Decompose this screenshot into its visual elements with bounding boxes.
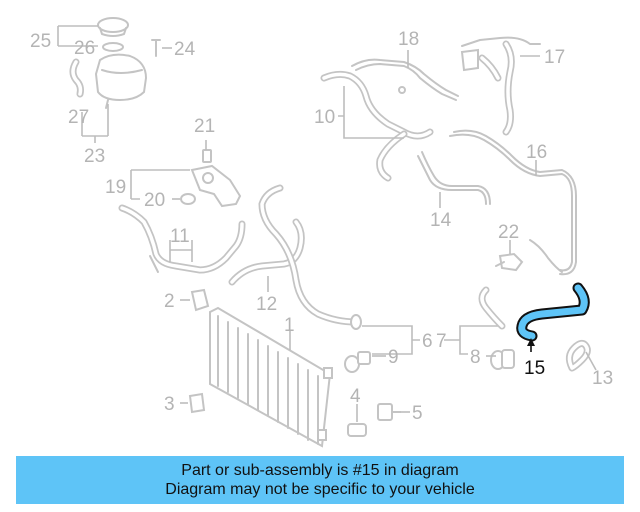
hose-13 xyxy=(565,339,591,372)
reservoir-cap xyxy=(97,17,129,37)
screw-24 xyxy=(151,39,161,57)
callout-19: 19 xyxy=(105,177,126,198)
reservoir-hose-27 xyxy=(69,58,84,98)
hose-11 xyxy=(118,204,246,274)
callout-6: 6 xyxy=(422,331,433,352)
hose-7 xyxy=(478,286,506,330)
callout-10: 10 xyxy=(314,107,335,128)
callout-13: 13 xyxy=(592,368,613,389)
hose-17 xyxy=(460,36,541,136)
callout-23: 23 xyxy=(84,146,105,167)
radiator-hose-upper xyxy=(258,184,362,330)
pipe-16 xyxy=(449,129,577,276)
sensor-21 xyxy=(202,149,212,163)
banner-line-2: Diagram may not be specific to your vehi… xyxy=(165,481,475,498)
sensor-5 xyxy=(377,403,401,421)
info-banner: Part or sub-assembly is #15 in diagram D… xyxy=(16,456,624,504)
callout-2: 2 xyxy=(164,291,175,312)
callout-5: 5 xyxy=(412,403,423,424)
callout-7: 7 xyxy=(436,331,447,352)
expansion-reservoir xyxy=(94,53,148,109)
drain-plug-4 xyxy=(347,423,367,437)
callout-12: 12 xyxy=(256,294,277,315)
banner-line-1: Part or sub-assembly is #15 in diagram xyxy=(181,462,459,479)
coolant-flange-19 xyxy=(190,164,242,208)
pipe-18 xyxy=(351,58,459,101)
callout-24: 24 xyxy=(174,39,196,60)
connector-8 xyxy=(490,349,515,370)
callout-21: 21 xyxy=(194,116,215,137)
callout-15: 15 xyxy=(524,358,545,379)
callout-4: 4 xyxy=(350,386,361,407)
hose-15-highlighted[interactable] xyxy=(516,282,590,342)
parts-diagram: 25 26 24 27 23 21 19 20 11 12 2 1 3 4 5 … xyxy=(30,17,613,448)
cap-seal-ring xyxy=(102,42,124,52)
fitting-22 xyxy=(495,252,524,272)
radiator-1 xyxy=(209,306,333,448)
connector-9 xyxy=(344,351,371,373)
bracket-3 xyxy=(188,392,206,414)
callout-8: 8 xyxy=(470,347,481,368)
callout-20: 20 xyxy=(144,190,165,211)
o-ring-20 xyxy=(180,193,196,205)
callout-11: 11 xyxy=(170,226,190,247)
callout-1: 1 xyxy=(284,315,295,336)
callout-17: 17 xyxy=(544,47,565,68)
callout-25: 25 xyxy=(30,31,51,52)
callout-16: 16 xyxy=(526,142,547,163)
hose-10 xyxy=(320,70,434,182)
callout-18: 18 xyxy=(398,29,419,50)
callout-26: 26 xyxy=(74,38,95,59)
callout-3: 3 xyxy=(164,394,175,415)
callout-9: 9 xyxy=(388,347,399,368)
bracket-2 xyxy=(190,288,210,312)
callout-14: 14 xyxy=(430,210,452,231)
callout-22: 22 xyxy=(498,222,519,243)
callout-27: 27 xyxy=(68,107,89,128)
hose-14 xyxy=(417,151,491,205)
